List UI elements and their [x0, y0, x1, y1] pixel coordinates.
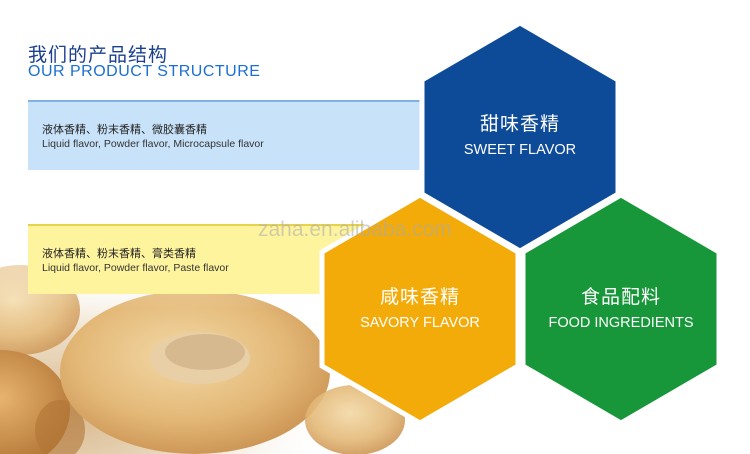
sweet-info-chinese: 液体香精、粉末香精、微胶囊香精	[42, 123, 207, 136]
title-english: OUR PRODUCT STRUCTURE	[28, 63, 261, 80]
savory-flavor-label: 咸味香精 SAVORY FLAVOR	[320, 285, 520, 333]
food-ingredients-title-en: FOOD INGREDIENTS	[548, 315, 694, 331]
watermark: zaha.en.alibaba.com	[258, 218, 452, 241]
food-ingredients-title-cn: 食品配料	[580, 286, 661, 308]
sweet-flavor-info-box: 液体香精、粉末香精、微胶囊香精 Liquid flavor, Powder fl…	[28, 100, 422, 170]
savory-flavor-title-en: SAVORY FLAVOR	[360, 315, 480, 331]
sweet-flavor-title-cn: 甜味香精	[479, 113, 560, 135]
savory-info-chinese: 液体香精、粉末香精、膏类香精	[42, 247, 196, 260]
food-ingredients-label: 食品配料 FOOD INGREDIENTS	[521, 285, 721, 333]
savory-flavor-title-cn: 咸味香精	[379, 286, 460, 308]
sweet-info-english: Liquid flavor, Powder flavor, Microcapsu…	[42, 138, 264, 150]
food-ingredients-hexagon[interactable]	[520, 192, 722, 426]
savory-flavor-hexagon[interactable]	[319, 192, 521, 426]
sweet-flavor-title-en: SWEET FLAVOR	[463, 142, 577, 158]
title-chinese: 我们的产品结构	[28, 44, 169, 66]
savory-info-english: Liquid flavor, Powder flavor, Paste flav…	[42, 262, 229, 274]
sweet-flavor-label: 甜味香精 SWEET FLAVOR	[420, 112, 620, 160]
